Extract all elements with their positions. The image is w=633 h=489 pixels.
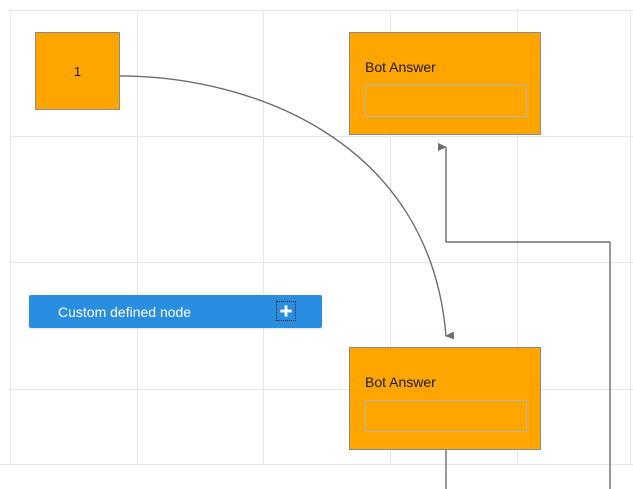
grid-line-vertical (137, 10, 138, 465)
grid-line-vertical (10, 10, 11, 465)
node-bot-answer-bottom[interactable]: Bot Answer (349, 347, 541, 450)
node-1-label: 1 (73, 63, 82, 79)
node-content-slot[interactable] (365, 400, 527, 432)
grid-line-vertical (263, 10, 264, 465)
node-title: Bot Answer (365, 59, 436, 75)
node-bot-answer-top[interactable]: Bot Answer (349, 32, 541, 135)
custom-defined-node-bar[interactable]: Custom defined node (29, 295, 322, 328)
grid-line-horizontal (0, 464, 633, 465)
plus-icon[interactable] (276, 301, 296, 321)
grid-line-horizontal (10, 10, 633, 11)
node-title: Bot Answer (365, 374, 436, 390)
grid-line-vertical (630, 10, 631, 465)
grid-line-horizontal (10, 262, 633, 263)
grid-line-horizontal (10, 136, 633, 137)
node-content-slot[interactable] (365, 85, 527, 117)
custom-defined-node-label: Custom defined node (58, 303, 192, 320)
grid-line-horizontal (10, 389, 633, 390)
node-1[interactable]: 1 (35, 32, 120, 110)
